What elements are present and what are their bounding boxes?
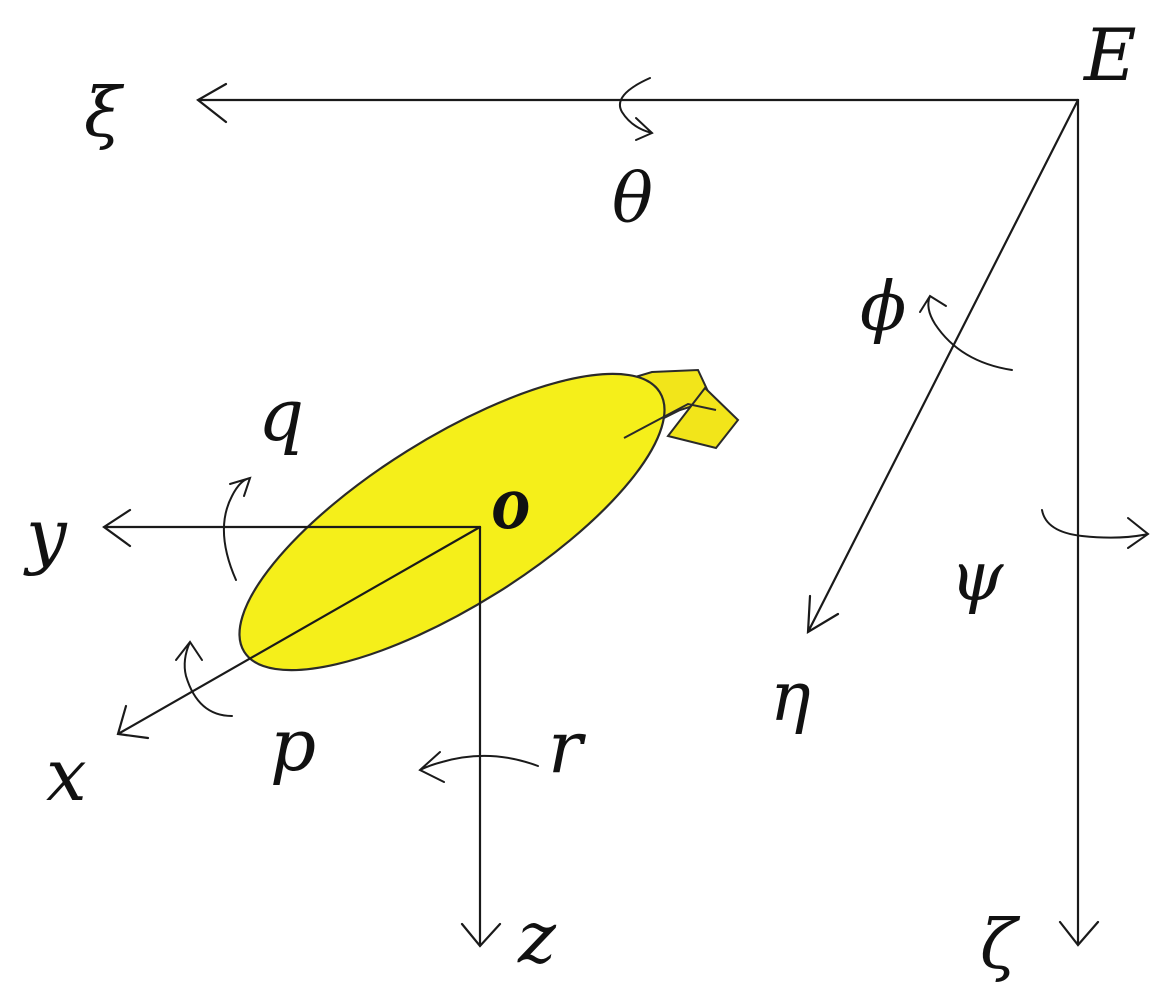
earth-origin-label: E xyxy=(1082,13,1137,97)
airship-hull xyxy=(238,372,666,672)
y-label: y xyxy=(23,493,68,577)
y-axis xyxy=(102,508,482,548)
theta-label: θ xyxy=(612,160,653,239)
body-origin-label: o xyxy=(492,458,531,545)
zeta-label: ζ xyxy=(980,906,1021,985)
eta-axis xyxy=(806,98,1080,635)
z-label: z xyxy=(517,895,557,979)
airship-rear-fin xyxy=(666,386,740,450)
p-rotation-arrow xyxy=(175,640,233,717)
xi-axis xyxy=(196,82,1080,124)
zeta-axis xyxy=(1058,98,1100,947)
psi-label: ψ xyxy=(950,538,1004,617)
q-rotation-arrow xyxy=(223,476,252,581)
r-label: r xyxy=(548,705,586,789)
phi-label: ϕ xyxy=(860,268,906,347)
p-label: p xyxy=(270,703,316,787)
z-axis xyxy=(460,525,502,948)
airship-fin-edge xyxy=(623,402,717,439)
x-axis xyxy=(116,525,482,740)
q-label: q xyxy=(258,373,304,457)
psi-rotation-arrow xyxy=(1041,509,1150,549)
r-rotation-arrow xyxy=(418,751,539,783)
airship xyxy=(238,368,740,672)
phi-rotation-arrow xyxy=(919,294,1013,371)
earth-frame: E ξ θ ϕ ψ η ζ xyxy=(84,13,1150,985)
xi-label: ξ xyxy=(84,74,125,153)
x-label: x xyxy=(46,733,87,817)
theta-rotation-arrow xyxy=(619,77,654,141)
eta-label: η xyxy=(770,658,811,737)
body-frame: o y q x p r z xyxy=(23,373,586,979)
